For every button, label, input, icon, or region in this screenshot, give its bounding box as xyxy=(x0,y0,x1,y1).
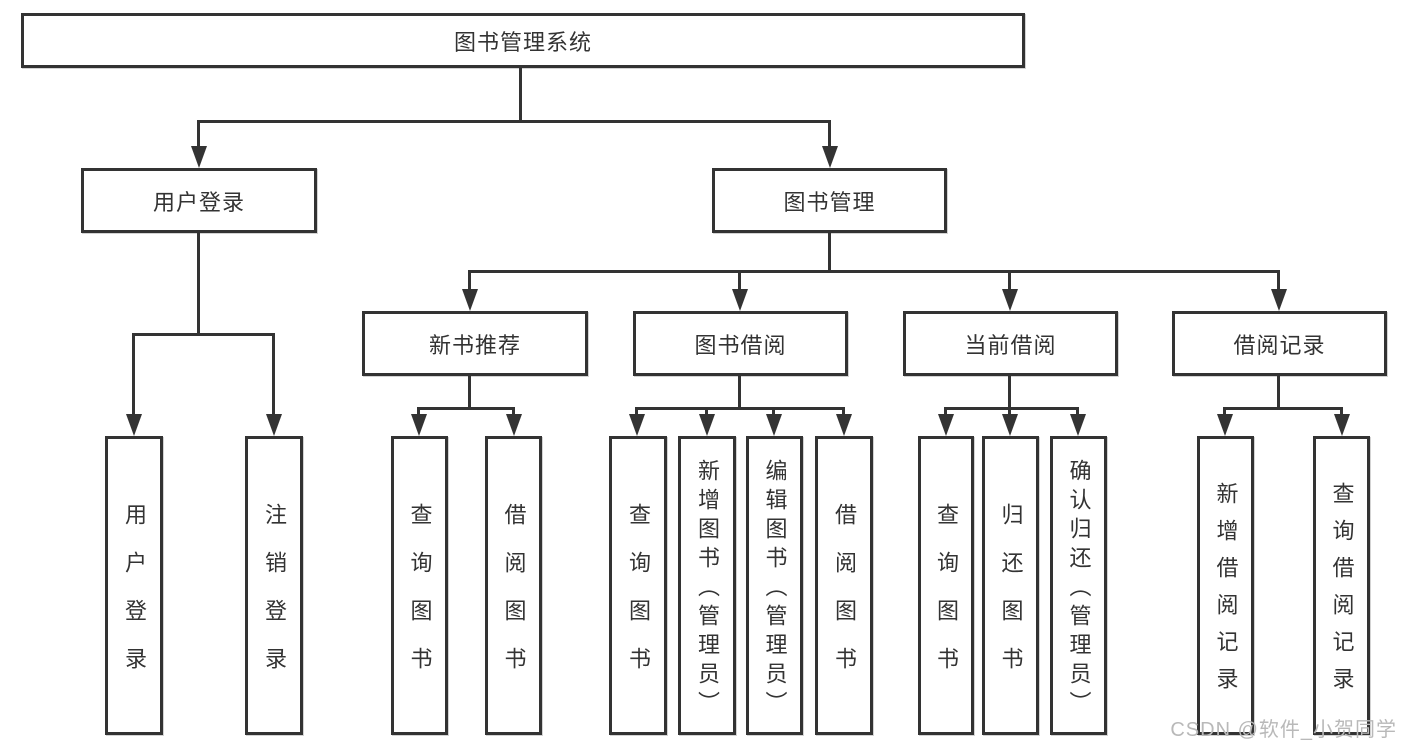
node-user-login-label: 用户登录 xyxy=(152,189,245,215)
node-root: 图书管理系统 xyxy=(21,13,1025,68)
leaf-bb-borrow-books-label: 借阅图书 xyxy=(832,502,857,695)
node-book-management-label: 图书管理 xyxy=(783,189,876,215)
leaf-br-query-record-label: 查询借阅记录 xyxy=(1329,482,1355,704)
leaf-nbr-query-books: 查询图书 xyxy=(391,436,448,735)
leaf-cb-return-books-label: 归还图书 xyxy=(998,502,1024,695)
node-book-borrowing: 图书借阅 xyxy=(633,311,848,376)
leaf-user-login: 用户登录 xyxy=(105,436,163,735)
arrow-down-icon xyxy=(732,289,748,311)
node-new-book-recommend-label: 新书推荐 xyxy=(428,332,521,358)
connector-cb-branch xyxy=(944,407,1079,410)
connector-root-stem xyxy=(519,68,522,122)
connector-level2-branch xyxy=(197,120,831,123)
node-current-borrowing: 当前借阅 xyxy=(903,311,1118,376)
arrow-down-icon xyxy=(1334,414,1350,436)
arrow-down-icon xyxy=(766,414,782,436)
arrow-down-icon xyxy=(822,146,838,168)
connector-level3-stub xyxy=(738,272,741,292)
arrow-down-icon xyxy=(411,414,427,436)
connector-bb-branch xyxy=(635,407,845,410)
connector-bb-stem xyxy=(738,376,741,409)
leaf-nbr-query-books-label: 查询图书 xyxy=(407,502,433,695)
node-root-label: 图书管理系统 xyxy=(453,29,592,55)
leaf-bb-add-books-label: 新增图书（管理员） xyxy=(695,458,720,720)
leaf-bb-query-books-label: 查询图书 xyxy=(626,502,651,695)
node-current-borrowing-label: 当前借阅 xyxy=(964,332,1057,358)
node-book-management: 图书管理 xyxy=(712,168,947,233)
connector-nbr-branch xyxy=(417,407,515,410)
connector-level3-stub xyxy=(1008,272,1011,292)
connector-user-login-stem xyxy=(197,233,200,335)
node-book-borrowing-label: 图书借阅 xyxy=(694,332,787,358)
node-user-login: 用户登录 xyxy=(81,168,317,233)
arrow-down-icon xyxy=(1217,414,1233,436)
arrow-down-icon xyxy=(1002,414,1018,436)
connector-book-management-stem xyxy=(828,233,831,272)
leaf-bb-query-books: 查询图书 xyxy=(609,436,667,735)
leaf-cb-confirm-return-label: 确认归还（管理员） xyxy=(1066,458,1092,720)
leaf-nbr-borrow-books-label: 借阅图书 xyxy=(501,502,527,695)
connector-br-stem xyxy=(1277,376,1280,409)
leaf-cb-return-books: 归还图书 xyxy=(982,436,1039,735)
leaf-cb-query-books: 查询图书 xyxy=(918,436,974,735)
arrow-down-icon xyxy=(506,414,522,436)
leaf-bb-edit-books-label: 编辑图书（管理员） xyxy=(762,458,788,720)
arrow-down-icon xyxy=(1002,289,1018,311)
node-borrowing-records-label: 借阅记录 xyxy=(1233,332,1326,358)
node-new-book-recommend: 新书推荐 xyxy=(362,311,588,376)
leaf-logout-label: 注销登录 xyxy=(262,502,287,695)
leaf-bb-add-books: 新增图书（管理员） xyxy=(678,436,736,735)
connector-leaf-stub xyxy=(272,335,275,417)
leaf-bb-edit-books: 编辑图书（管理员） xyxy=(746,436,803,735)
arrow-down-icon xyxy=(836,414,852,436)
arrow-down-icon xyxy=(699,414,715,436)
arrow-down-icon xyxy=(126,414,142,436)
arrow-down-icon xyxy=(1271,289,1287,311)
connector-level3-stub xyxy=(1277,272,1280,292)
arrow-down-icon xyxy=(1070,414,1086,436)
leaf-br-query-record: 查询借阅记录 xyxy=(1313,436,1370,735)
connector-cb-stem xyxy=(1008,376,1011,409)
connector-user-login-branch xyxy=(132,333,275,336)
connector-user-login-stub xyxy=(197,122,200,152)
connector-book-management-stub xyxy=(828,122,831,152)
arrow-down-icon xyxy=(629,414,645,436)
leaf-user-login-label: 用户登录 xyxy=(122,502,147,695)
connector-nbr-stem xyxy=(468,376,471,409)
leaf-br-add-record: 新增借阅记录 xyxy=(1197,436,1254,735)
leaf-nbr-borrow-books: 借阅图书 xyxy=(485,436,542,735)
connector-level3-branch xyxy=(468,270,1280,273)
connector-leaf-stub xyxy=(132,335,135,417)
leaf-cb-confirm-return: 确认归还（管理员） xyxy=(1050,436,1107,735)
node-borrowing-records: 借阅记录 xyxy=(1172,311,1387,376)
connector-level3-stub xyxy=(468,272,471,292)
watermark: CSDN @软件_小贺同学 xyxy=(1170,719,1397,741)
leaf-br-add-record-label: 新增借阅记录 xyxy=(1213,482,1239,704)
leaf-logout: 注销登录 xyxy=(245,436,303,735)
leaf-bb-borrow-books: 借阅图书 xyxy=(815,436,873,735)
connector-br-branch xyxy=(1223,407,1343,410)
arrow-down-icon xyxy=(191,146,207,168)
arrow-down-icon xyxy=(938,414,954,436)
arrow-down-icon xyxy=(266,414,282,436)
leaf-cb-query-books-label: 查询图书 xyxy=(934,502,959,695)
arrow-down-icon xyxy=(462,289,478,311)
